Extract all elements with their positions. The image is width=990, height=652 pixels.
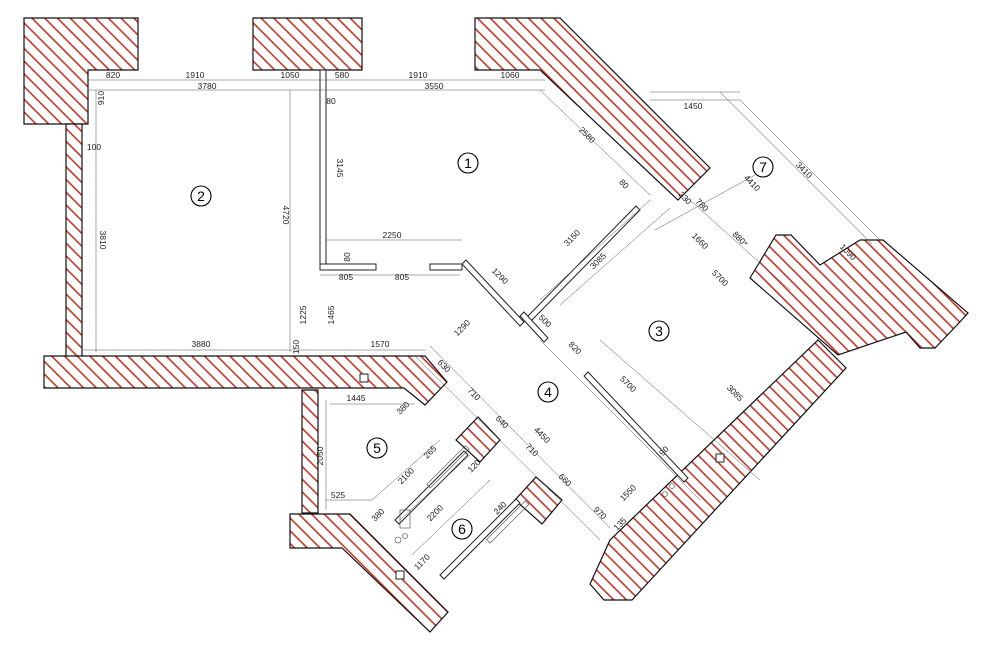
- room-labels: 1 2 3 4 5 6 7: [190, 152, 774, 540]
- dim-label: 805: [339, 272, 353, 282]
- dim-label: 1570: [371, 339, 390, 349]
- dim-label: 1465: [326, 305, 336, 324]
- room-number-1: 1: [464, 155, 472, 171]
- dim-label: 4720: [281, 206, 291, 225]
- room-number-6: 6: [458, 521, 466, 537]
- dim-label: 265: [421, 443, 438, 460]
- wall-bottom-small: [289, 513, 449, 633]
- dim-label: 3550: [425, 81, 444, 91]
- dim-label: 150: [291, 340, 301, 354]
- dim-label: 3780: [198, 81, 217, 91]
- wall-bathroom-left: [301, 389, 319, 514]
- dim-label: 660: [557, 471, 574, 488]
- dim-label: 820: [106, 70, 120, 80]
- wall-bottom-left: [43, 355, 448, 406]
- room-number-2: 2: [197, 188, 205, 204]
- dim-label: 380: [394, 399, 411, 416]
- room-number-7: 7: [759, 159, 767, 175]
- dim-label: 2050: [315, 446, 325, 465]
- dim-label: 3150: [562, 227, 583, 248]
- partition-room-3-4: [583, 371, 689, 483]
- partition-diagonal-3: [519, 311, 549, 343]
- room-number-4: 4: [544, 384, 552, 400]
- room-label-1: 1: [457, 152, 479, 174]
- pillar-bath-5: [455, 416, 501, 463]
- dim-label: 970: [592, 504, 609, 521]
- dim-label: 1060: [501, 70, 520, 80]
- radiator-fixture: [662, 491, 668, 497]
- dim-label: 380: [369, 506, 386, 523]
- dim-label: 1910: [409, 70, 428, 80]
- dim-label: 1550: [618, 482, 639, 503]
- vent-box-3: [395, 570, 405, 580]
- dim-label: 4450: [532, 425, 553, 446]
- room-label-4: 4: [537, 381, 559, 403]
- dim-label: 1290: [452, 317, 473, 338]
- dim-label: 3880: [192, 339, 211, 349]
- dim-label: 880*: [730, 229, 750, 249]
- vent-box-2: [715, 453, 725, 463]
- dim-label: 1225: [298, 305, 308, 324]
- dim-label: 525: [331, 490, 345, 500]
- dim-label: 580: [335, 70, 349, 80]
- dim-label: 80: [342, 252, 352, 262]
- walls: [23, 17, 969, 633]
- room-label-3: 3: [648, 320, 670, 342]
- dim-label: 710: [524, 441, 541, 458]
- dim-label: 5700: [710, 268, 731, 289]
- wall-top-left: [23, 17, 139, 125]
- partition-bath-1: [394, 450, 469, 525]
- dim-label: 1290: [490, 266, 511, 287]
- dim-label: 1450: [684, 101, 703, 111]
- dim-label: 640: [494, 413, 511, 430]
- partition-vertical-center: [319, 69, 327, 271]
- dim-label: 1660: [690, 231, 711, 252]
- dim-label: 2200: [425, 502, 446, 523]
- wall-top-right-diagonal: [474, 17, 711, 201]
- partition-diagonal-long: [525, 205, 641, 323]
- dim-label: 3145: [335, 159, 345, 178]
- wall-right-stub: [749, 234, 969, 356]
- sink-fixture: [394, 536, 402, 544]
- dim-label: 710: [466, 385, 483, 402]
- dim-label: 1445: [347, 393, 366, 403]
- dim-label: 3085: [725, 383, 746, 404]
- room-label-2: 2: [190, 185, 212, 207]
- partition-horizontal-left: [319, 263, 377, 271]
- dim-label: 3810: [98, 231, 108, 250]
- dim-label: 500: [537, 312, 554, 329]
- room-label-6: 6: [451, 518, 473, 540]
- room-label-7: 7: [752, 156, 774, 178]
- dim-label: 780: [694, 196, 711, 213]
- dim-label: 805: [395, 272, 409, 282]
- wall-left: [65, 123, 83, 359]
- dim-label: 1050: [281, 70, 300, 80]
- partition-horizontal-right: [429, 263, 463, 271]
- wall-top-middle: [252, 17, 363, 71]
- fixtures: [394, 445, 675, 544]
- dim-label: 1170: [412, 552, 432, 572]
- dim-label: 80: [326, 96, 336, 106]
- pillar-bath-6: [514, 476, 563, 525]
- dim-label: 2100: [396, 465, 417, 486]
- dim-label: 820: [567, 339, 584, 356]
- dim-label: 3410: [794, 160, 815, 181]
- partition-diagonal-1: [461, 259, 525, 327]
- dim-label: 80: [617, 177, 631, 191]
- dim-label: 100: [87, 142, 101, 152]
- dim-label: 1910: [186, 70, 205, 80]
- partition-bath-2: [439, 498, 521, 580]
- dim-label: 5700: [618, 374, 639, 395]
- dim-label: 910: [96, 91, 106, 105]
- vent-box-1: [359, 373, 369, 383]
- dimension-lines: [82, 79, 881, 556]
- room-number-5: 5: [373, 440, 381, 456]
- room-number-3: 3: [655, 323, 663, 339]
- dim-label: 2250: [383, 230, 402, 240]
- wall-lower-right-diagonal: [589, 339, 847, 601]
- bathtub-fixture: [399, 509, 411, 529]
- room-label-5: 5: [366, 437, 388, 459]
